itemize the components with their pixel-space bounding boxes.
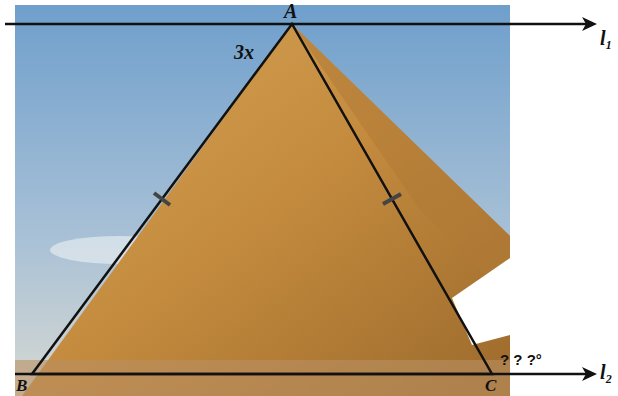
side-label: 3x bbox=[234, 42, 254, 62]
equal-tick bbox=[383, 194, 401, 204]
equal-tick bbox=[154, 193, 170, 205]
arrow-head bbox=[582, 17, 597, 31]
vertex-label: A bbox=[284, 1, 297, 21]
vertex-label: B bbox=[16, 377, 27, 394]
triangle-abc bbox=[32, 24, 492, 374]
angle-label: ? ? ?° bbox=[500, 352, 542, 367]
parallel-line bbox=[15, 373, 588, 376]
arrow-head bbox=[582, 367, 597, 381]
parallel-line bbox=[5, 23, 588, 26]
ground-photo bbox=[15, 360, 510, 396]
line-label: l₂ bbox=[600, 362, 613, 382]
pyramid-photo bbox=[22, 24, 510, 396]
line-label: l₁ bbox=[600, 28, 613, 48]
vertex-label: C bbox=[485, 377, 496, 394]
pyramid-shade bbox=[292, 24, 510, 300]
sky-photo bbox=[15, 5, 510, 396]
white-patch bbox=[452, 258, 510, 345]
